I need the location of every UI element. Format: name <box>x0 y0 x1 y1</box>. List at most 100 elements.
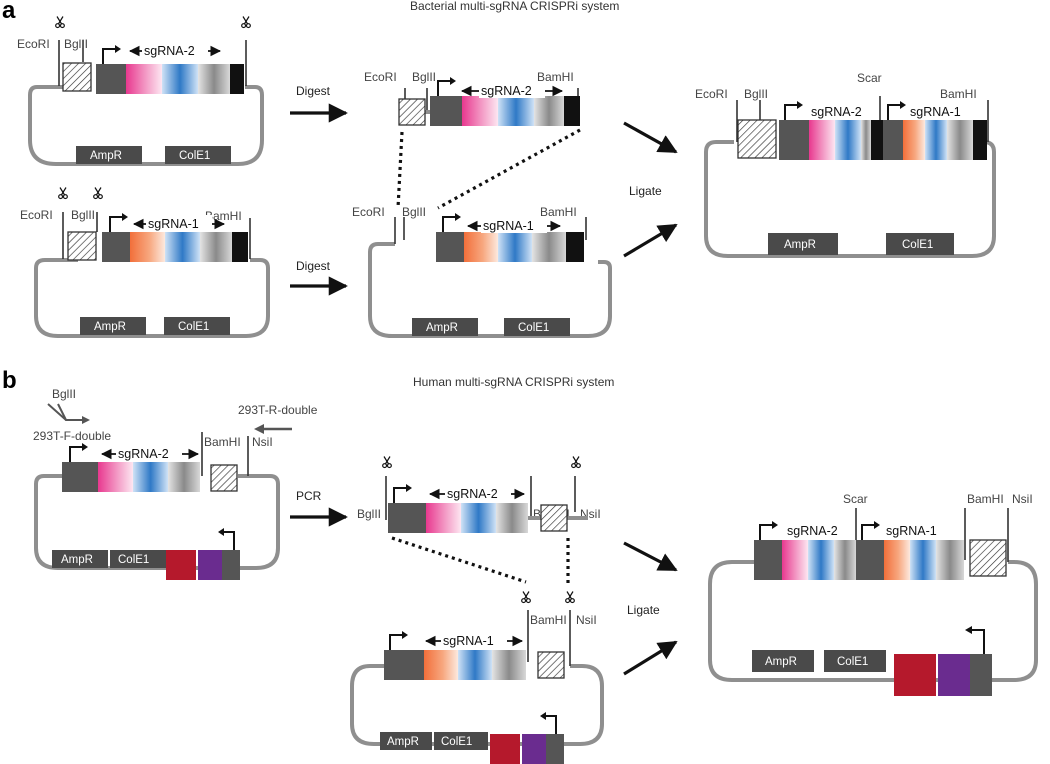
cole1-box <box>110 550 166 568</box>
sgrna-2-label: sgRNA-2 <box>481 84 532 98</box>
bglii-label: BglII <box>402 205 426 219</box>
promoter-arrow-icon <box>109 212 129 233</box>
promoter-arrow-icon <box>393 483 413 504</box>
nsii-label: NsiI <box>576 613 597 627</box>
cole1-box <box>886 233 954 255</box>
ampr-box <box>752 650 814 672</box>
bamhi-label: BamHI <box>537 70 574 84</box>
purple-marker-block <box>938 654 970 696</box>
ampr-label: AmpR <box>90 150 122 162</box>
promoter-arrow-icon <box>442 212 462 233</box>
promoter-arrow-icon <box>759 520 779 541</box>
ampr-label: AmpR <box>387 736 419 748</box>
nsii-label: NsiI <box>1012 492 1033 506</box>
sgrna-1-cassette <box>384 650 526 680</box>
digested-insert-fragment: EcoRI BglII BamHI sgRNA-2 <box>364 70 580 126</box>
red-marker-block <box>166 550 196 580</box>
pcr-product-fragment: BglII BamHI NsiI sgRNA-2 <box>357 455 601 533</box>
plasmid-backbone <box>28 85 264 166</box>
sgrna-1-cassette <box>436 232 584 262</box>
bamhi-label: BamHI <box>530 613 567 627</box>
cole1-label: ColE1 <box>178 321 209 333</box>
cole1-box <box>164 317 230 335</box>
bamhi-label: BamHI <box>204 435 241 449</box>
ligate-label: Ligate <box>629 184 662 198</box>
cole1-box <box>504 318 570 336</box>
sgrna-2-label: sgRNA-2 <box>787 524 838 538</box>
human-recipient-vector: BamHI NsiI sgRNA-1 AmpR ColE1 <box>350 590 604 764</box>
pcr-label: PCR <box>296 489 322 503</box>
sgrna-2-cassette <box>96 64 244 94</box>
scissors-icon <box>571 455 581 469</box>
cole1-box <box>165 146 231 164</box>
plasmid-backbone <box>368 242 612 338</box>
human-donor-plasmid: BamHI NsiI sgRNA-2 AmpR ColE1 <box>34 432 280 580</box>
purple-marker-block <box>522 734 546 764</box>
scissors-icon <box>521 590 531 604</box>
digest-label: Digest <box>296 259 331 273</box>
ampr-box <box>80 317 146 335</box>
hatched-block <box>210 464 238 492</box>
scar-label: Scar <box>843 492 868 506</box>
ampr-box <box>52 550 108 568</box>
promoter-arrow-icon <box>784 100 804 121</box>
scissors-icon <box>382 455 392 469</box>
ligation-guide-line <box>391 536 527 584</box>
plasmid-a2: EcoRI BglII BamHI sgRNA-1 AmpR ColE1 <box>20 186 270 338</box>
ecori-label: EcoRI <box>17 37 50 51</box>
ampr-label: AmpR <box>94 321 126 333</box>
cole1-label: ColE1 <box>179 150 210 162</box>
reverse-promoter-arrow-icon <box>540 712 557 734</box>
sgrna-2-label: sgRNA-2 <box>447 487 498 501</box>
purple-marker-block <box>198 550 222 580</box>
hatched-block <box>737 119 777 159</box>
plasmid-backbone <box>708 560 1038 682</box>
bglii-label: BglII <box>71 208 95 222</box>
sgrna-2-label: sgRNA-2 <box>118 447 169 461</box>
digest-label: Digest <box>296 84 331 98</box>
bglii-label: BglII <box>64 37 88 51</box>
bglii-label: BglII <box>744 87 768 101</box>
ecori-label: EcoRI <box>364 70 397 84</box>
panel-b-label: b <box>2 367 17 394</box>
ligated-plasmid-a: EcoRI BglII Scar BamHI sgRNA-2 <box>695 71 996 258</box>
plasmid-a1: EcoRI BglII sgRNA-2 AmpR ColE1 <box>17 15 264 166</box>
forward-primer-label: 293T-F-double <box>33 429 111 443</box>
promoter-arrow-icon <box>389 630 409 651</box>
ligation-guide-line <box>437 128 581 210</box>
reverse-primer-icon <box>254 424 292 434</box>
bglii-label: BglII <box>52 387 76 401</box>
digested-vector: EcoRI BglII BamHI sgRNA-1 AmpR ColE1 <box>352 205 612 338</box>
cole1-label: ColE1 <box>837 656 868 668</box>
panel-b: b Human multi-sgRNA CRISPRi system BglII… <box>2 367 1038 764</box>
sgrna-1-cassette <box>102 232 248 262</box>
sgrna-2-label: sgRNA-2 <box>144 44 195 58</box>
cole1-label: ColE1 <box>902 239 933 251</box>
ampr-box <box>768 233 838 255</box>
sgrna-1-cassette <box>883 120 987 160</box>
scissors-icon <box>241 15 251 29</box>
scar-label: Scar <box>857 71 882 85</box>
panel-a-label: a <box>2 0 16 24</box>
sgrna-2-cassette <box>779 120 883 160</box>
reverse-primer-label: 293T-R-double <box>238 403 318 417</box>
ecori-label: EcoRI <box>695 87 728 101</box>
cole1-box <box>434 732 488 750</box>
hatched-block <box>398 98 426 126</box>
panel-a-title: Bacterial multi-sgRNA CRISPRi system <box>410 0 619 13</box>
sgrna-2-label: sgRNA-2 <box>811 105 862 119</box>
promoter-arrow-icon <box>887 100 907 121</box>
promoter-block <box>222 550 240 580</box>
promoter-block <box>970 654 992 696</box>
nsii-label: NsiI <box>252 435 273 449</box>
ecori-label: EcoRI <box>352 205 385 219</box>
sgrna-1-label: sgRNA-1 <box>910 105 961 119</box>
sgrna-1-label: sgRNA-1 <box>483 219 534 233</box>
ampr-label: AmpR <box>61 554 93 566</box>
panel-a: a Bacterial multi-sgRNA CRISPRi system E… <box>2 0 996 338</box>
sgrna-1-label: sgRNA-1 <box>443 634 494 648</box>
red-marker-block <box>894 654 936 696</box>
panel-b-title: Human multi-sgRNA CRISPRi system <box>413 375 614 389</box>
hatched-block <box>969 539 1007 577</box>
scissors-icon <box>93 186 103 200</box>
